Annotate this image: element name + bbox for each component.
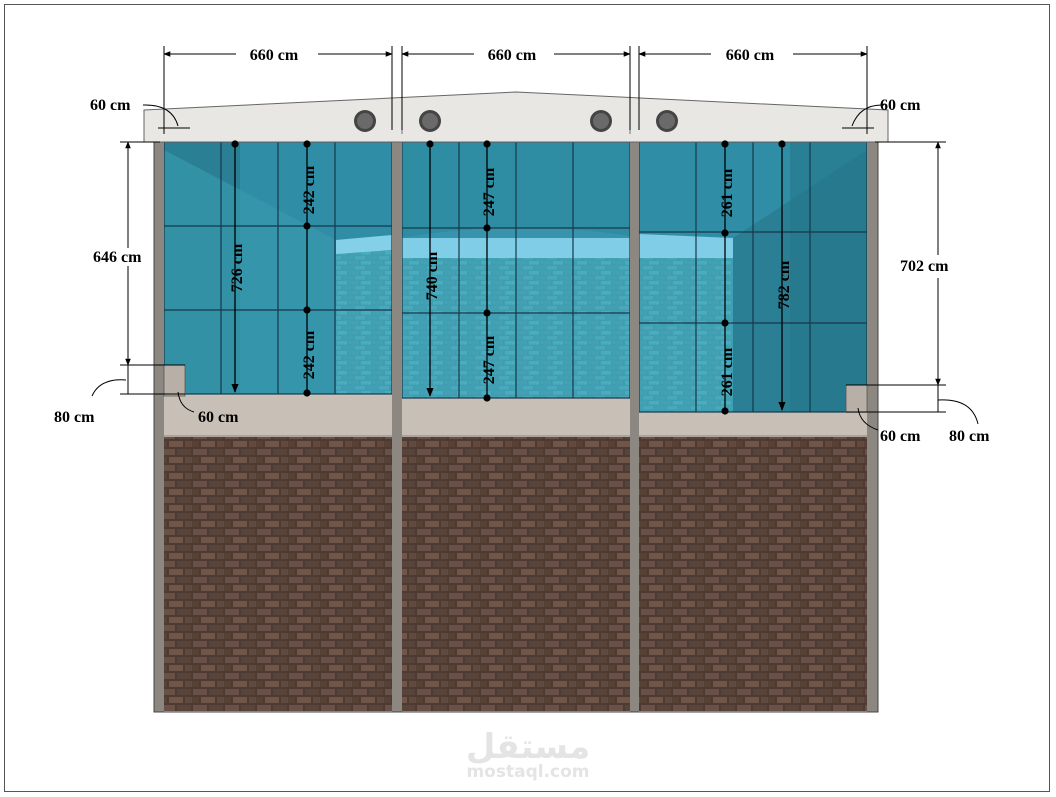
brick-panel-2 <box>402 437 630 711</box>
bay-3-glazing <box>639 142 867 412</box>
right-ledge-top-label: 60 cm <box>880 97 921 114</box>
bay-1-lower-segment-label: 242 cm <box>301 330 318 379</box>
left-step <box>163 364 186 397</box>
left-ledge-top-label: 60 cm <box>90 97 131 114</box>
span-1-label: 660 cm <box>250 47 299 64</box>
span-3-label: 660 cm <box>726 47 775 64</box>
right-step <box>845 384 868 413</box>
bay-1-dimensions <box>231 144 308 393</box>
watermark-arabic: مستقل <box>466 727 590 767</box>
vent-circle-icon <box>419 110 441 132</box>
left-step-height-label: 80 cm <box>54 409 95 426</box>
bay-1-total-height-label: 726 cm <box>229 243 246 292</box>
left-step-width-label: 60 cm <box>198 409 239 426</box>
bay-3-lower-segment-label: 261 cm <box>719 347 736 396</box>
left-wall-height-label: 646 cm <box>93 249 142 266</box>
brick-panel-3 <box>639 437 867 711</box>
bay-2-upper-segment-label: 247 cm <box>481 167 498 216</box>
right-wall-height-label: 702 cm <box>900 258 949 275</box>
bay-2-total-height-label: 740 cm <box>424 251 441 300</box>
column-2 <box>392 142 402 712</box>
columns <box>154 142 878 712</box>
span-2-label: 660 cm <box>488 47 537 64</box>
vent-circle-icon <box>354 110 376 132</box>
ledge-callouts <box>142 104 885 134</box>
bay-1-upper-segment-label: 242 cm <box>301 165 318 214</box>
column-right <box>867 142 878 712</box>
bay-3-upper-segment-label: 261 cm <box>719 168 736 217</box>
column-3 <box>630 142 639 712</box>
bay-2-dots <box>426 140 491 402</box>
brick-panel-1 <box>164 437 392 711</box>
drawing-frame <box>4 4 1050 792</box>
right-height-dimension <box>846 141 979 431</box>
brick-panels <box>164 437 867 711</box>
bay-3-dots <box>721 140 786 415</box>
vent-circle-icon <box>656 110 678 132</box>
watermark-logo: مستقل mostaql.com <box>466 727 590 782</box>
right-step-width-label: 60 cm <box>880 428 921 445</box>
right-step-height-label: 80 cm <box>949 428 990 445</box>
bay-2-dimensions <box>426 144 488 397</box>
bay-1-dots <box>231 140 311 397</box>
building-structure <box>143 91 889 713</box>
bay-3-total-height-label: 782 cm <box>776 260 793 309</box>
bay-2-lower-segment-label: 247 cm <box>481 335 498 384</box>
span-dimensions <box>163 46 868 130</box>
watermark-latin: mostaql.com <box>466 762 589 782</box>
vent-circle-icon <box>590 110 612 132</box>
roof-parapet <box>143 91 889 143</box>
left-height-dimension <box>91 141 195 413</box>
roof-vents <box>354 110 678 132</box>
column-left <box>154 142 164 712</box>
bay-3-dimensions <box>724 144 786 411</box>
